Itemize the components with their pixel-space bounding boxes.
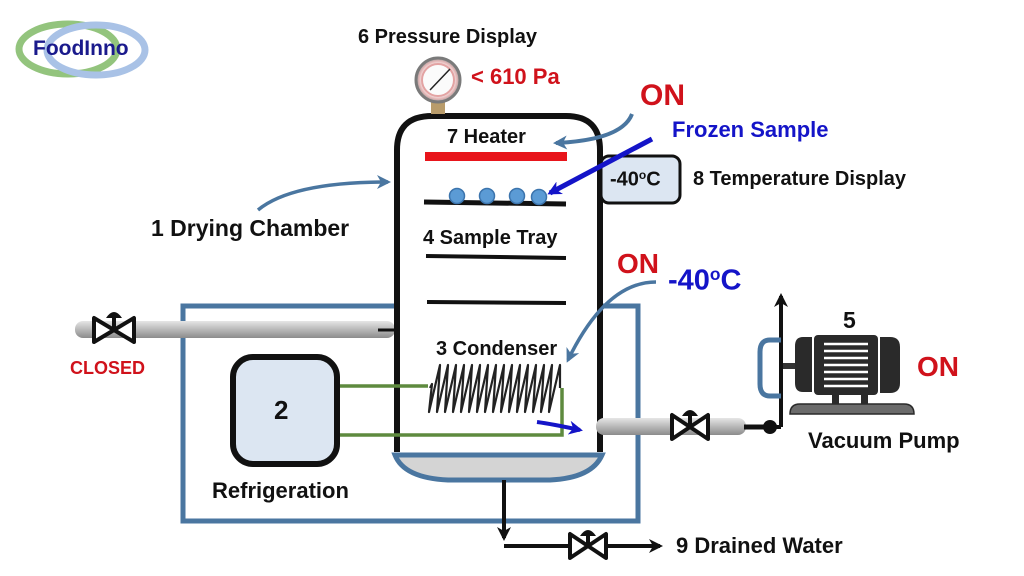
logo-ring-blue xyxy=(43,21,149,79)
heater-state: ON xyxy=(640,79,685,112)
condenser-label: 3 Condenser xyxy=(436,338,558,360)
vacuum-pump-number: 5 xyxy=(843,307,856,333)
frozen-sample-dot xyxy=(478,187,496,205)
vacuum-valve-icon xyxy=(670,410,710,441)
condenser-temp-unit-o: o xyxy=(709,264,721,284)
pump-coupling xyxy=(757,337,781,399)
drying-chamber-label: 1 Drying Chamber xyxy=(151,215,350,241)
temperature-display-box xyxy=(599,154,682,205)
frozen-sample-dot xyxy=(508,187,526,205)
vacuum-pump-state: ON xyxy=(917,351,959,382)
frozen-sample-label: Frozen Sample xyxy=(672,117,829,142)
temperature-display-number: -40 xyxy=(610,168,639,191)
logo-text: FoodInno xyxy=(33,37,129,60)
inlet-valve-state: CLOSED xyxy=(70,358,146,378)
foodinno-logo xyxy=(15,20,149,79)
vapor-flow-arrow xyxy=(536,420,583,435)
heater-pointer-arrow xyxy=(553,113,634,150)
drain-valve-icon xyxy=(568,530,608,560)
inlet-valve-icon xyxy=(92,312,136,344)
refrigeration-unit xyxy=(230,354,340,467)
heater-bar xyxy=(425,152,567,161)
temperature-display-unit-c: C xyxy=(646,168,661,191)
condenser-temperature: -40oC xyxy=(668,264,742,297)
frozen-sample-dot xyxy=(448,187,466,205)
temperature-display-unit: o xyxy=(638,168,647,182)
inlet-pipe xyxy=(75,321,395,338)
frozen-sample-dot xyxy=(530,188,548,206)
condenser-pointer-arrow xyxy=(566,280,657,363)
sample-tray-shelf xyxy=(425,254,567,260)
condenser-state: ON xyxy=(617,248,659,279)
pressure-value: < 610 Pa xyxy=(471,64,560,89)
frozen-sample-pointer-arrow xyxy=(547,136,654,196)
drained-water-label: 9 Drained Water xyxy=(676,533,843,558)
condenser-temp-unit-c: C xyxy=(720,264,742,297)
drying-chamber xyxy=(394,113,603,452)
refrigeration-label: Refrigeration xyxy=(212,478,349,503)
temperature-display-label: 8 Temperature Display xyxy=(693,168,907,190)
heater-label: 7 Heater xyxy=(447,126,526,148)
sample-tray-shelf xyxy=(426,300,567,305)
water-collector xyxy=(391,452,606,483)
refrigerant-line-lower xyxy=(338,388,564,437)
drying-chamber-pointer-arrow xyxy=(256,175,391,212)
condenser-coil xyxy=(427,363,562,414)
temperature-display-value: -40oC xyxy=(610,169,661,190)
pressure-display-label: 6 Pressure Display xyxy=(358,26,537,48)
pressure-gauge-icon xyxy=(414,56,462,114)
refrigeration-number: 2 xyxy=(274,395,289,425)
vacuum-pump-motor-icon xyxy=(783,335,915,415)
vacuum-pump-label: Vacuum Pump xyxy=(808,428,960,453)
frozen-samples xyxy=(448,187,548,206)
sample-tray-label: 4 Sample Tray xyxy=(423,227,558,249)
condenser-temp-number: -40 xyxy=(668,264,710,297)
